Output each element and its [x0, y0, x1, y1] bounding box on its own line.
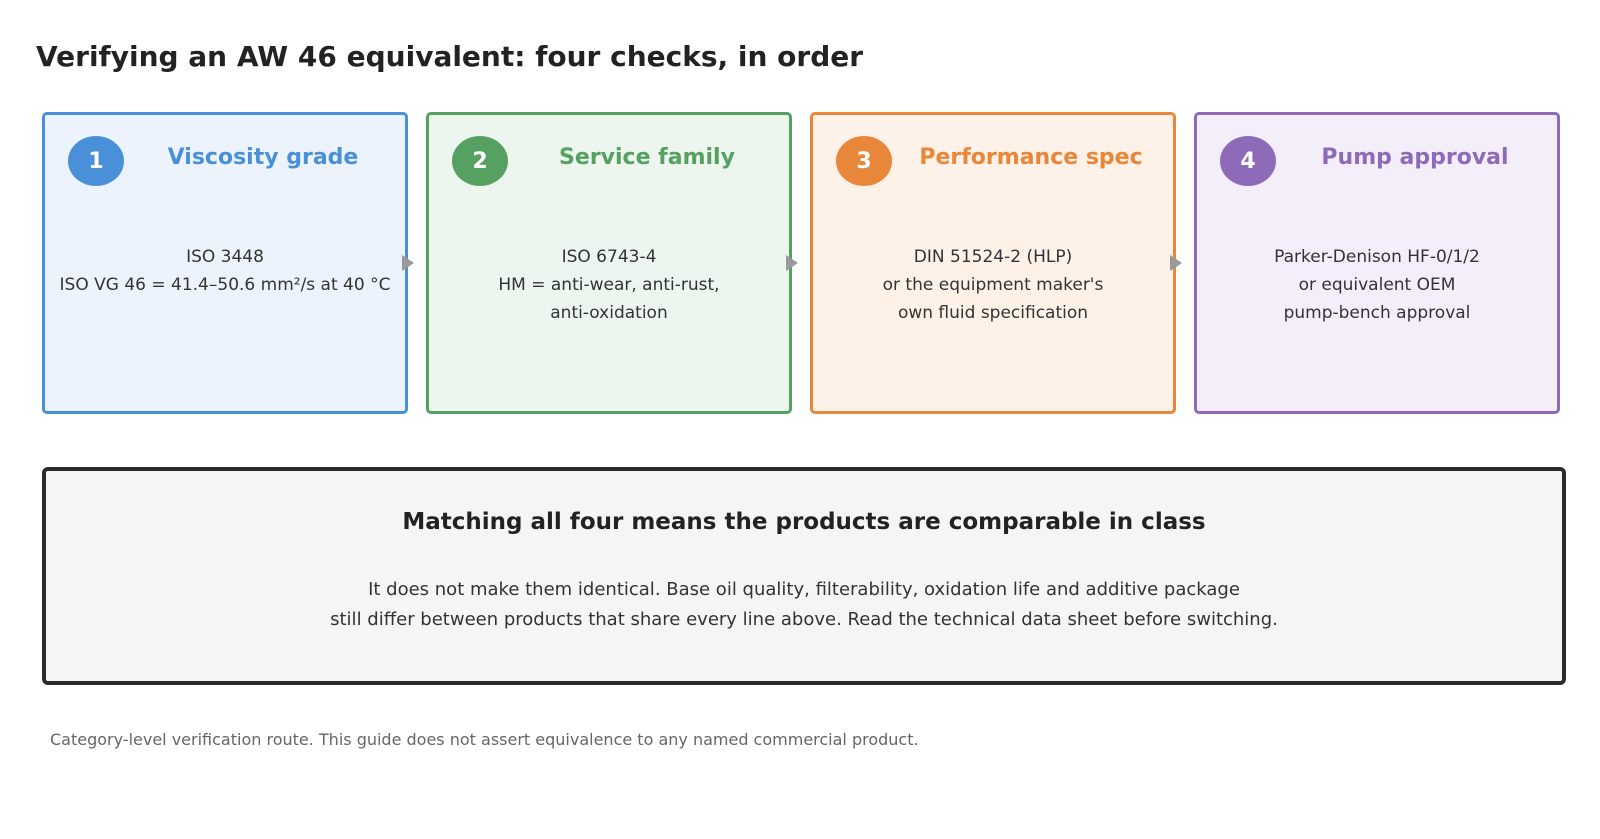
step-number-badge: 3: [836, 136, 892, 186]
arrow-right-icon: [786, 255, 798, 271]
summary-title: Matching all four means the products are…: [402, 509, 1206, 535]
step-description: DIN 51524-2 (HLP) or the equipment maker…: [813, 243, 1173, 327]
step-description-line: anti-oxidation: [550, 303, 668, 323]
summary-line: still differ between products that share…: [330, 609, 1278, 630]
step-description-line: or equivalent OEM: [1298, 275, 1456, 295]
step-description-line: own fluid specification: [897, 303, 1089, 323]
step-number-badge: 1: [68, 136, 124, 186]
footnote: Category-level verification route. This …: [50, 730, 919, 749]
step-number-badge: 2: [452, 136, 508, 186]
step-card-pump-approval: 4 Pump approval Parker-Denison HF-0/1/2 …: [1194, 112, 1560, 414]
step-card-performance-spec: 3 Performance spec DIN 51524-2 (HLP) or …: [810, 112, 1176, 414]
summary-line: It does not make them identical. Base oi…: [368, 579, 1240, 600]
step-title: Pump approval: [1321, 145, 1509, 170]
summary-box: Matching all four means the products are…: [42, 467, 1566, 685]
step-title: Viscosity grade: [167, 145, 359, 170]
step-description: ISO 3448 ISO VG 46 = 41.4–50.6 mm²/s at …: [45, 243, 405, 299]
step-title: Performance spec: [919, 145, 1143, 170]
step-title: Service family: [559, 145, 735, 170]
step-description-line: ISO 3448: [186, 247, 264, 267]
step-description-line: Parker-Denison HF-0/1/2: [1274, 247, 1480, 267]
page-title: Verifying an AW 46 equivalent: four chec…: [36, 40, 864, 73]
step-description-line: ISO VG 46 = 41.4–50.6 mm²/s at 40 °C: [59, 275, 391, 295]
step-description: Parker-Denison HF-0/1/2 or equivalent OE…: [1197, 243, 1557, 327]
step-description-line: HM = anti-wear, anti-rust,: [498, 275, 720, 295]
step-card-viscosity-grade: 1 Viscosity grade ISO 3448 ISO VG 46 = 4…: [42, 112, 408, 414]
arrow-right-icon: [402, 255, 414, 271]
step-description-line: DIN 51524-2 (HLP): [913, 247, 1073, 267]
summary-description: It does not make them identical. Base oi…: [46, 575, 1562, 635]
step-description-line: ISO 6743-4: [561, 247, 657, 267]
step-description-line: or the equipment maker's: [882, 275, 1104, 295]
step-number-badge: 4: [1220, 136, 1276, 186]
step-card-service-family: 2 Service family ISO 6743-4 HM = anti-we…: [426, 112, 792, 414]
step-description-line: pump-bench approval: [1283, 303, 1471, 323]
step-description: ISO 6743-4 HM = anti-wear, anti-rust, an…: [429, 243, 789, 327]
arrow-right-icon: [1170, 255, 1182, 271]
